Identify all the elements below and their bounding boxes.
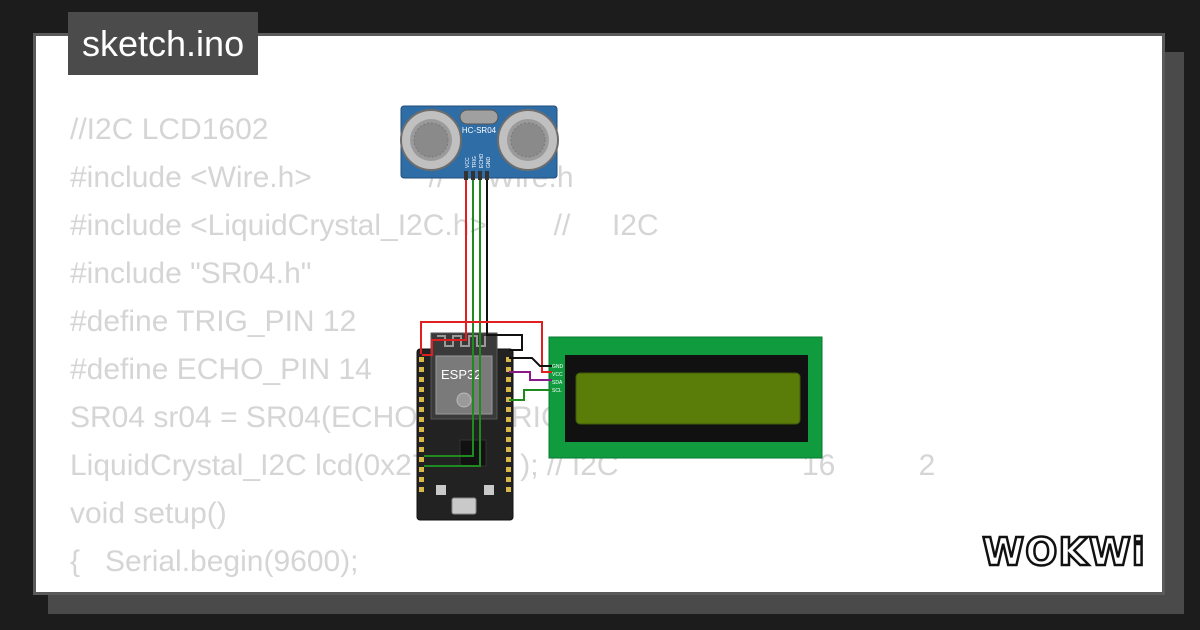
wokwi-logo-text: WOKWi bbox=[982, 530, 1146, 574]
code-line: //I2C LCD1602 bbox=[70, 113, 269, 146]
lcd-pin-label: VCC bbox=[552, 372, 563, 378]
code-line: { Serial.begin(9600); bbox=[70, 545, 359, 578]
wire-vcc bbox=[422, 180, 467, 356]
wire-gnd bbox=[486, 180, 523, 351]
wire-lcd-sda bbox=[509, 371, 552, 381]
wokwi-logo: WOKWi bbox=[981, 529, 1146, 576]
code-line: #define ECHO_PIN 14 bbox=[70, 353, 372, 386]
sensor-pin-label: TRIG bbox=[472, 156, 478, 168]
board-label: ESP32 bbox=[441, 367, 481, 382]
sensor-pin-label: VCC bbox=[465, 157, 471, 168]
wire-trig bbox=[424, 180, 474, 457]
code-line: #include <LiquidCrystal_I2C.h> // I2C bbox=[70, 209, 659, 242]
esp32-board[interactable]: ESP32 bbox=[416, 332, 514, 521]
sensor-transducer-right bbox=[497, 109, 559, 171]
code-line: void setup() bbox=[70, 497, 227, 530]
boot-button bbox=[436, 485, 446, 495]
sensor-transducer-left bbox=[400, 109, 462, 171]
header-pins-right bbox=[506, 357, 511, 492]
espressif-logo-icon bbox=[456, 392, 472, 408]
usb-port bbox=[451, 497, 477, 515]
lcd-pin-label: SCL bbox=[552, 388, 562, 394]
wire-echo bbox=[424, 180, 481, 467]
code-line: #define TRIG_PIN 12 bbox=[70, 305, 357, 338]
reset-button bbox=[484, 485, 494, 495]
lcd-screen bbox=[575, 372, 801, 425]
lcd-pin-label: SDA bbox=[552, 380, 563, 386]
header-pins-left bbox=[419, 357, 424, 492]
lcd1602-display[interactable]: GND VCC SDA SCL bbox=[548, 336, 823, 459]
ultrasonic-sensor[interactable]: HC-SR04 VCC TRIG ECHO GND bbox=[400, 105, 559, 180]
antenna-trace bbox=[437, 335, 486, 347]
crystal-oscillator bbox=[459, 109, 499, 125]
file-tab[interactable]: sketch.ino bbox=[68, 12, 259, 75]
sensor-pin-label: ECHO bbox=[479, 153, 485, 168]
code-line: #include "SR04.h" bbox=[70, 257, 312, 290]
wire-connections bbox=[420, 180, 552, 467]
wire-lcd-gnd bbox=[509, 357, 552, 367]
preview-card: //I2C LCD1602#include <Wire.h> // Wire.h… bbox=[33, 33, 1165, 595]
sensor-pin-label: GND bbox=[486, 157, 492, 169]
lcd-pin-label: GND bbox=[552, 364, 564, 370]
wire-lcd-vcc bbox=[420, 321, 552, 373]
sensor-label: HC-SR04 bbox=[462, 126, 497, 135]
wire-lcd-scl bbox=[509, 389, 552, 401]
